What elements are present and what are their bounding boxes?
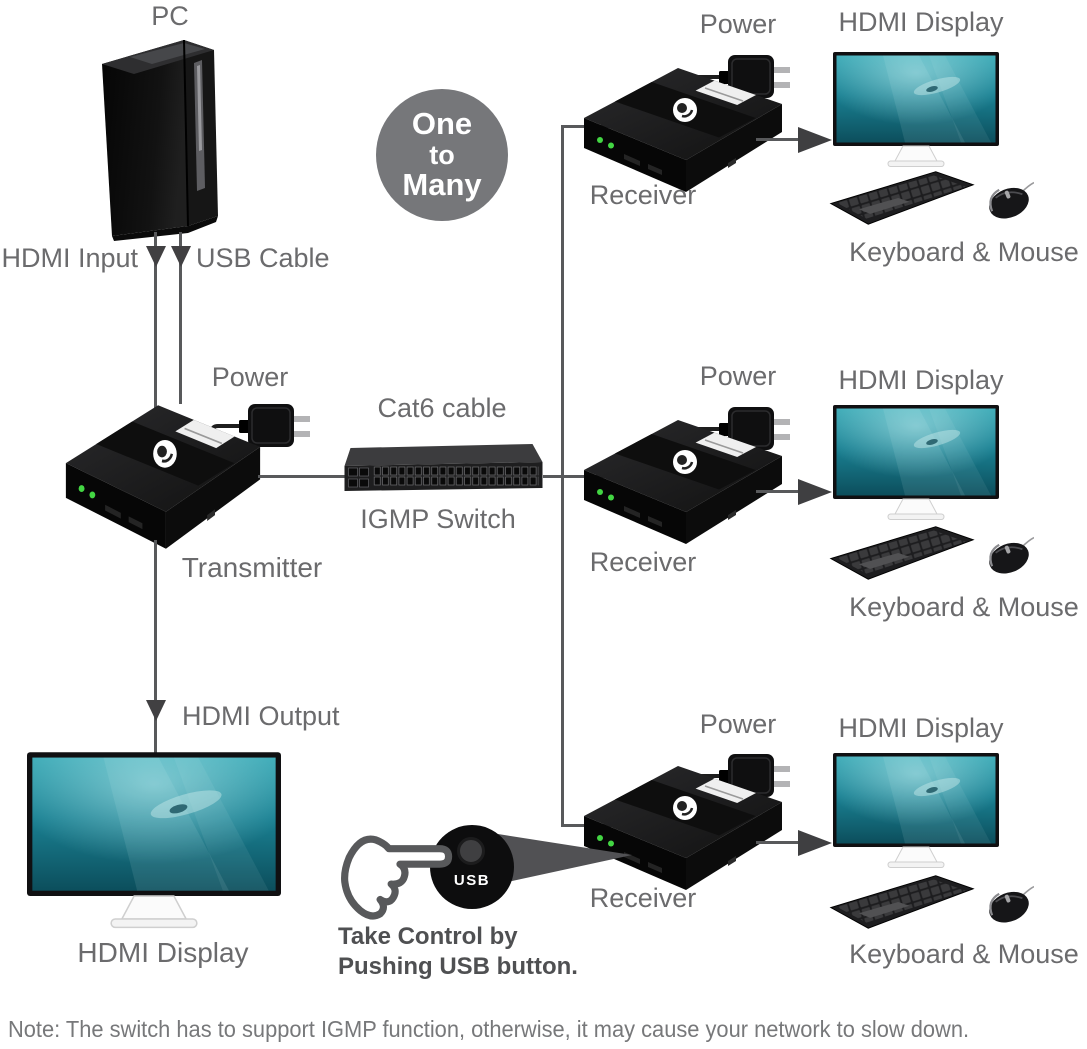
igmp-switch-image [344,443,543,492]
local-hdmi-display-label: HDMI Display [77,937,249,968]
usb-cable-line [179,232,182,404]
receiver3-display-image [833,753,999,868]
receiver3-arrow-icon [798,830,832,856]
hdmi-output-label: HDMI Output [182,701,340,731]
receiver3-mouse-image [984,885,1034,927]
receiver1-keyboard-image [830,171,974,225]
network-trunk-line [561,126,564,827]
receiver3-peripherals-label: Keyboard & Mouse [849,939,1079,969]
cat6-cable-label: Cat6 cable [377,393,507,423]
badge-line-to: to [429,139,455,170]
pc-tower-image [101,39,219,242]
receiver2-device-image [582,418,784,546]
usb-caption-line1: Take Control by [338,923,518,950]
receiver2-keyboard-image [830,526,974,580]
receiver3-power-label: Power [699,709,777,739]
usb-button-cap [457,837,485,865]
badge-line-many: Many [402,167,482,203]
transmitter-device-image [64,403,262,551]
receiver3-arrow-stem [756,841,801,844]
hdmi-input-arrow-icon [146,246,166,267]
transmitter-power-label: Power [211,362,289,392]
receiver2-mouse-image [984,536,1034,578]
switch-to-trunk-line [543,475,612,478]
receiver3-display-label: HDMI Display [838,713,1004,743]
receiver2-power-label: Power [699,361,777,391]
hdmi-input-cable-line [154,232,157,418]
receiver2-arrow-stem [756,490,801,493]
hdmi-output-arrow-icon [146,700,166,721]
hdmi-input-label: HDMI Input [1,243,138,273]
receiver3-keyboard-image [830,875,974,929]
transmitter-to-switch-line [258,475,346,478]
pc-label: PC [151,1,189,31]
usb-cable-label: USB Cable [196,243,330,273]
igmp-note: Note: The switch has to support IGMP fun… [8,1016,970,1042]
transmitter-label: Transmitter [181,552,323,583]
one-to-many-badge: One to Many [376,89,508,221]
receiver1-label: Receiver [589,180,697,210]
receiver1-arrow-stem [756,138,801,141]
receiver1-display-image [833,52,999,167]
receiver2-display-image [833,405,999,520]
receiver2-arrow-icon [798,479,832,505]
pointing-hand-icon [338,820,462,926]
usb-callout-wedge [498,834,632,884]
receiver1-power-label: Power [699,9,777,39]
receiver1-arrow-icon [798,127,832,153]
receiver2-display-label: HDMI Display [838,365,1004,395]
receiver1-device-image [582,66,784,194]
usb-caption-line2: Pushing USB button. [338,953,578,980]
receiver3-label: Receiver [589,883,697,913]
receiver2-peripherals-label: Keyboard & Mouse [849,592,1079,622]
usb-cable-arrow-icon [171,246,191,267]
igmp-switch-label: IGMP Switch [360,504,516,534]
local-hdmi-display-image [27,752,281,929]
receiver1-mouse-image [984,181,1034,223]
receiver2-label: Receiver [589,547,697,577]
receiver1-peripherals-label: Keyboard & Mouse [849,237,1079,267]
usb-button-label: USB [453,872,491,889]
receiver1-display-label: HDMI Display [838,7,1004,37]
usb-caption: Take Control by Pushing USB button. [338,922,578,982]
badge-line-one: One [411,106,473,142]
hdmi-output-cable-line [154,540,157,754]
